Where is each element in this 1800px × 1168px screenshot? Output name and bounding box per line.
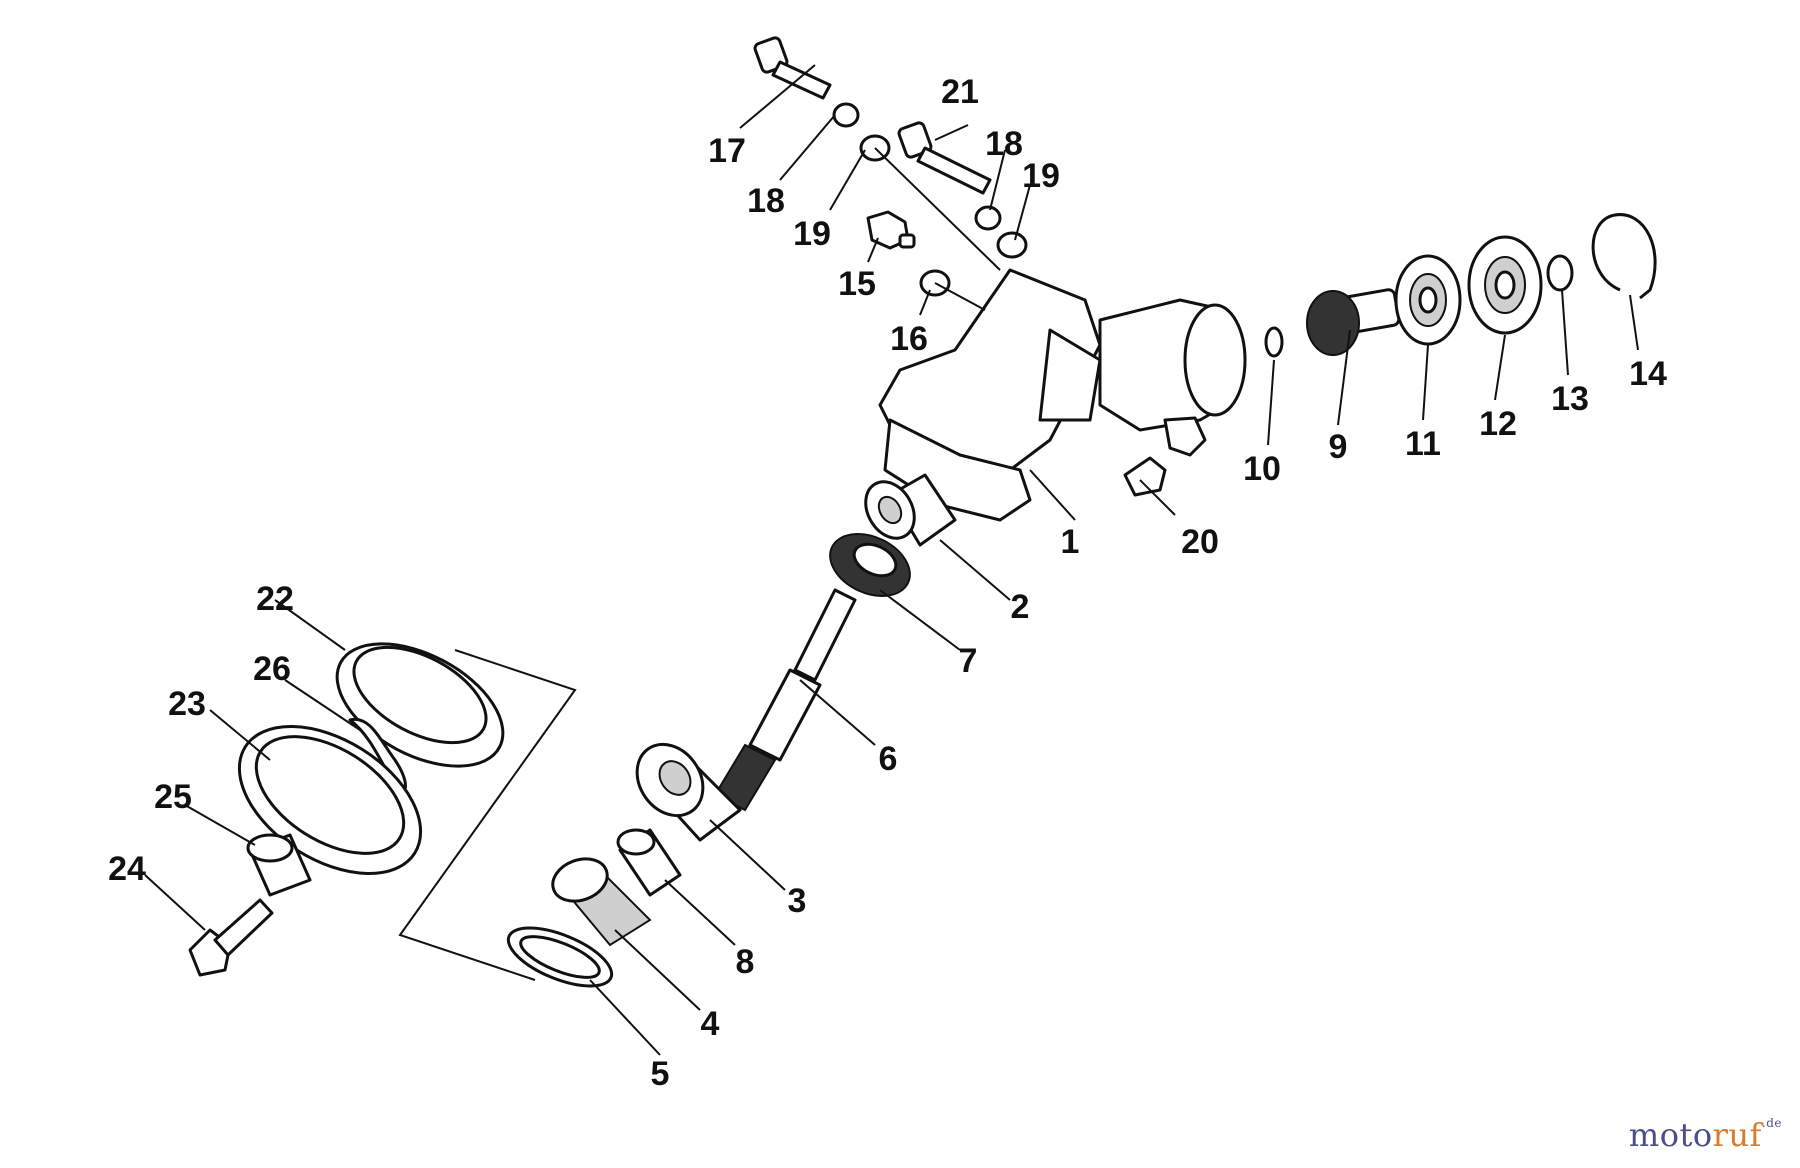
label-26: 26: [253, 650, 291, 688]
label-12: 12: [1479, 405, 1517, 443]
label-25: 25: [154, 778, 192, 816]
label-14: 14: [1629, 355, 1667, 393]
label-3: 3: [788, 882, 807, 920]
retaining-ring-5: [506, 926, 614, 988]
bearing-4: [551, 857, 652, 947]
bushing-8: [616, 828, 682, 897]
label-9: 9: [1329, 428, 1348, 466]
bearing-12: [1467, 235, 1543, 335]
bearing-11: [1394, 254, 1462, 346]
bevel-gear-7: [829, 533, 911, 597]
label-20: 20: [1181, 523, 1219, 561]
label-11: 11: [1405, 425, 1441, 463]
bolt-17: [753, 36, 832, 100]
label-10: 10: [1243, 450, 1281, 488]
circlip-14: [1591, 213, 1657, 300]
label-18-b: 18: [985, 125, 1023, 163]
label-13: 13: [1551, 380, 1589, 418]
nut-25: [246, 833, 312, 897]
watermark-part-1: moto: [1628, 1116, 1713, 1154]
label-8: 8: [736, 943, 755, 981]
nut-15: [866, 210, 916, 250]
label-21: 21: [941, 73, 979, 111]
label-4: 4: [701, 1005, 720, 1043]
watermark-part-2: ruf: [1712, 1116, 1762, 1154]
label-7: 7: [959, 642, 978, 680]
bolt-21: [897, 121, 992, 195]
assembly-bracket: [398, 649, 577, 981]
bearing-2: [864, 473, 957, 547]
label-24: 24: [108, 850, 146, 888]
label-2: 2: [1011, 588, 1030, 626]
label-6: 6: [879, 740, 898, 778]
washer-18-b: [974, 205, 1002, 231]
washer-19-b: [996, 231, 1028, 259]
label-22: 22: [256, 580, 294, 618]
washer-13: [1546, 254, 1574, 292]
part-labels: 1 2 3 4 5 6 7 8 9 10 11 12 13 14 15 16 1…: [108, 73, 1667, 1093]
bearing-3: [635, 742, 742, 842]
label-17: 17: [708, 132, 746, 170]
label-19-b: 19: [1022, 157, 1060, 195]
watermark-part-3: .de: [1761, 1116, 1782, 1130]
label-19-a: 19: [793, 215, 831, 253]
label-18-a: 18: [747, 182, 785, 220]
label-23: 23: [168, 685, 206, 723]
gasket-20: [1123, 456, 1167, 497]
gear-housing: [878, 268, 1247, 522]
spindle-shaft-6: [713, 588, 857, 812]
label-15: 15: [838, 265, 876, 303]
washer-18-a: [832, 102, 860, 128]
motoruf-watermark-logo: motoruf.de: [1629, 1116, 1782, 1154]
pinion-gear-9: [1306, 288, 1401, 356]
label-5: 5: [651, 1055, 670, 1093]
leader-lines: [144, 64, 1639, 1056]
bolt-24: [188, 898, 274, 977]
label-1: 1: [1061, 523, 1080, 561]
snap-ring-10: [1264, 326, 1284, 358]
label-16: 16: [890, 320, 928, 358]
